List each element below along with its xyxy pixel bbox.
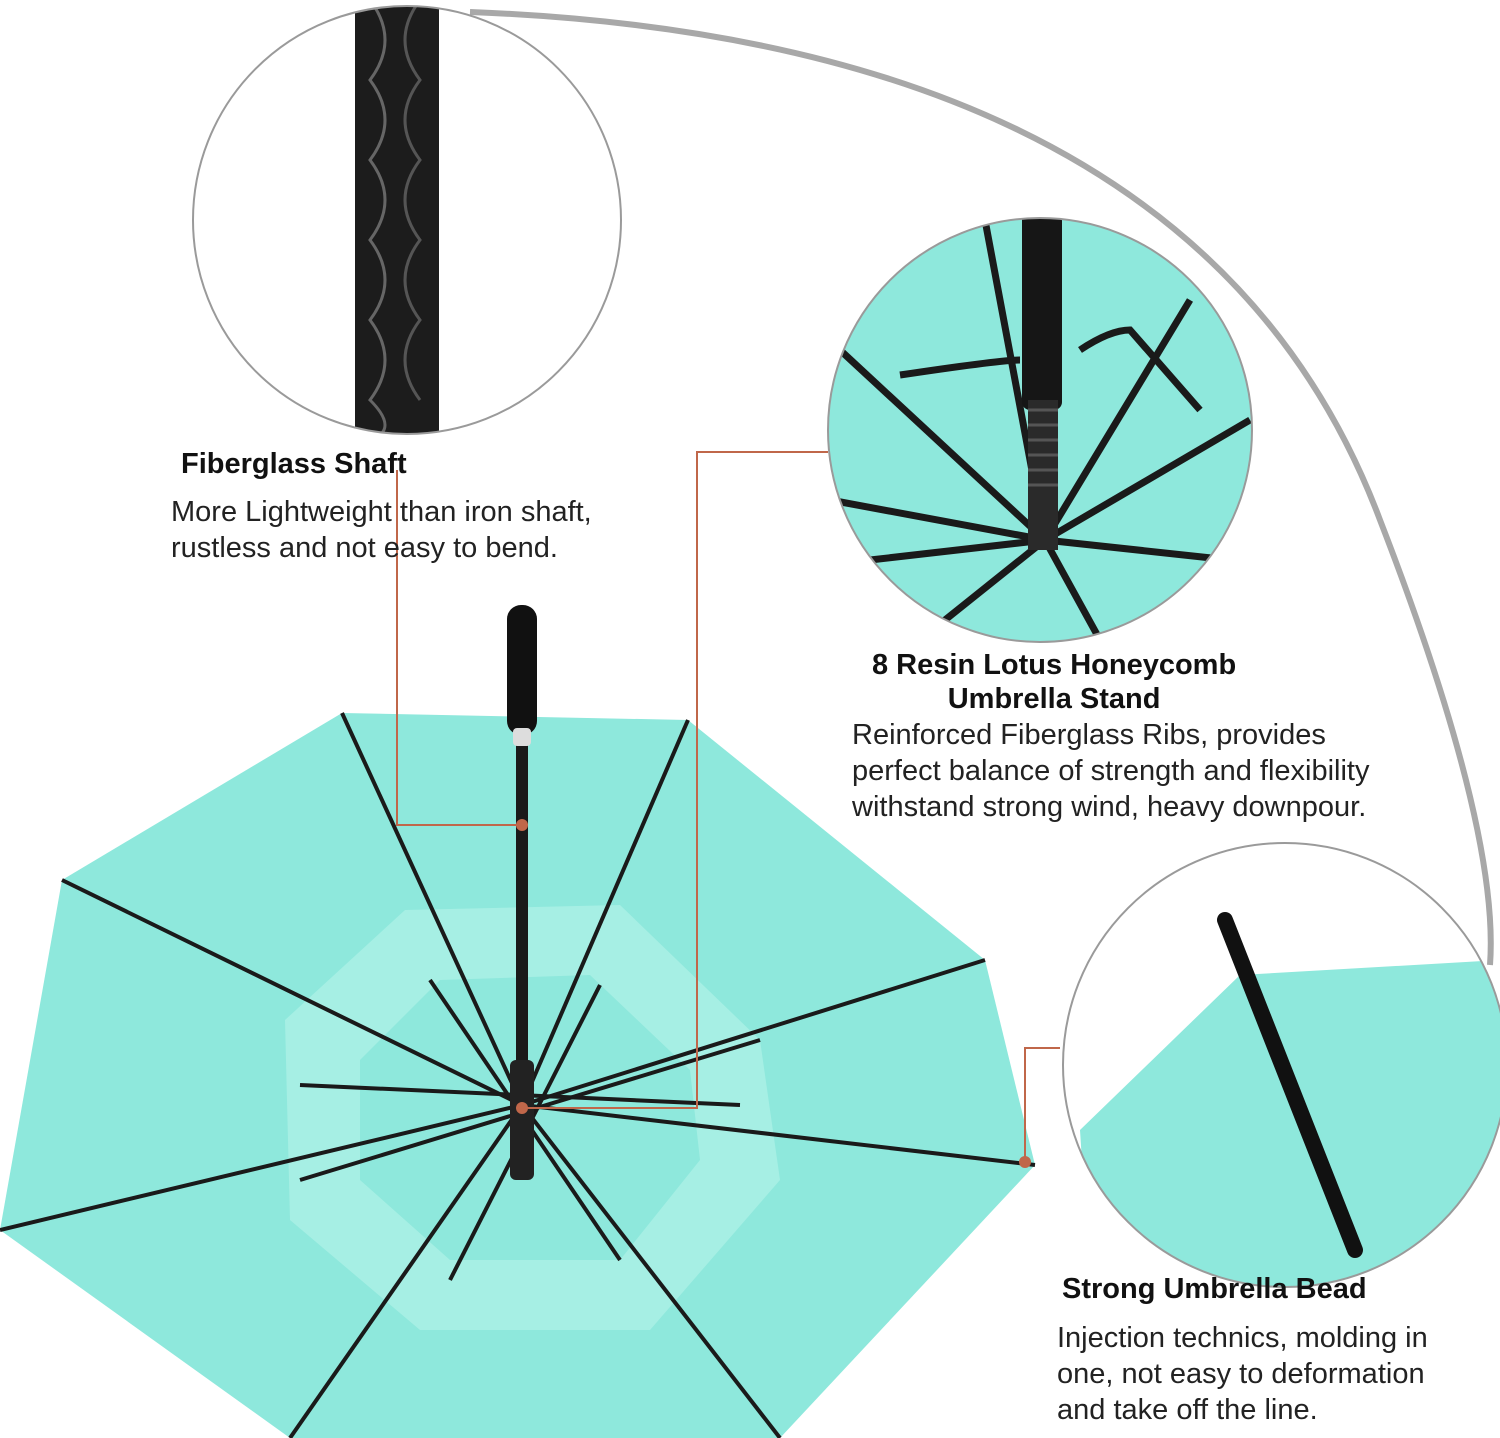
desc-line: Injection technics, molding in (1057, 1322, 1428, 1354)
main-umbrella (0, 605, 1036, 1438)
feature-title-stand: 8 Resin Lotus Honeycomb Umbrella Stand (872, 648, 1236, 716)
desc-line: and take off the line. (1057, 1394, 1318, 1426)
desc-line: perfect balance of strength and flexibil… (852, 755, 1370, 787)
stand-closeup (828, 218, 1252, 642)
feature-desc-shaft: More Lightweight than iron shaft, rustle… (171, 494, 592, 566)
title-line: 8 Resin Lotus Honeycomb (872, 649, 1237, 681)
feature-desc-bead: Injection technics, molding in one, not … (1057, 1320, 1428, 1428)
bead-closeup (1063, 843, 1500, 1287)
desc-line: withstand strong wind, heavy downpour. (852, 791, 1367, 823)
desc-line: one, not easy to deformation (1057, 1358, 1425, 1390)
leader-lines (396, 451, 1060, 1162)
desc-line: rustless and not easy to bend. (171, 532, 558, 564)
desc-line: More Lightweight than iron shaft, (171, 496, 592, 528)
connector-arc (469, 9, 1494, 966)
title-line: Umbrella Stand (947, 683, 1161, 715)
desc-line: Reinforced Fiberglass Ribs, provides (852, 719, 1326, 751)
shaft-closeup (193, 6, 621, 434)
feature-desc-stand: Reinforced Fiberglass Ribs, provides per… (852, 717, 1369, 825)
feature-title-shaft: Fiberglass Shaft (181, 448, 407, 480)
feature-title-bead: Strong Umbrella Bead (1062, 1273, 1367, 1305)
